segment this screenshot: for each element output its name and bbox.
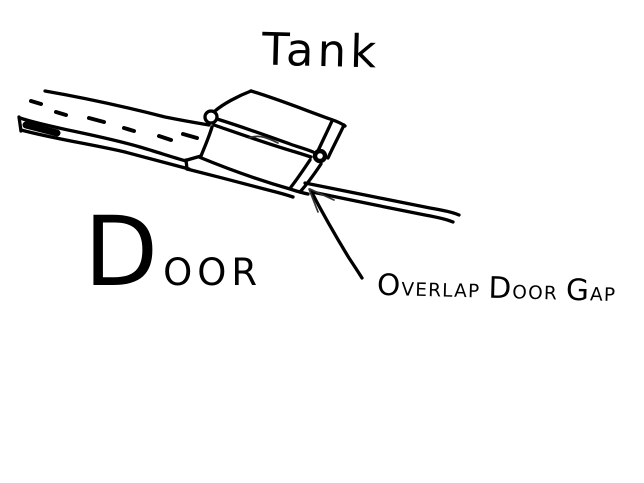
door-front-bottom-edge bbox=[19, 128, 191, 171]
door-center-dash bbox=[157, 134, 173, 142]
tank-front-left-edge bbox=[199, 125, 214, 158]
tank-right-cap-outer bbox=[326, 123, 346, 160]
door-left-cap-smudge bbox=[22, 121, 61, 137]
label-word: Overlap bbox=[376, 267, 481, 303]
tank-top-back-edge bbox=[213, 89, 253, 113]
door-plank-sketch bbox=[17, 89, 461, 224]
tank-front-bottom-edge bbox=[197, 155, 310, 196]
door-center-dash bbox=[54, 110, 68, 117]
gap-annotation-label: OverlapDoorGap bbox=[377, 268, 625, 308]
tank-slab-sketch bbox=[185, 89, 347, 196]
gap-arrow-shaft bbox=[309, 189, 364, 280]
tank-band-retrace bbox=[248, 135, 279, 144]
gap-arrow-barb-down bbox=[308, 188, 319, 213]
gap-arrow bbox=[308, 188, 364, 280]
door-center-dash bbox=[181, 132, 199, 140]
tank-front-right-cap-outer bbox=[298, 162, 323, 194]
door-front-top-edge bbox=[18, 116, 188, 163]
tank-front-right-cap-inner bbox=[289, 158, 312, 189]
door-center-dash bbox=[29, 99, 43, 106]
door-bottom-under-tank bbox=[185, 167, 295, 199]
door-center-dash bbox=[122, 126, 136, 133]
tank-label: Tank bbox=[261, 22, 381, 79]
label-word: Door bbox=[84, 196, 263, 308]
door-right-top-edge bbox=[303, 181, 461, 217]
door-label: Door bbox=[84, 196, 263, 308]
label-word: Door bbox=[488, 270, 559, 306]
tank-top-right-edge bbox=[249, 89, 347, 128]
tank-front-band-upper bbox=[215, 117, 315, 154]
door-center-dashes bbox=[29, 99, 199, 142]
door-right-bottom-edge bbox=[310, 190, 455, 224]
tank-front-band-lower bbox=[212, 123, 313, 159]
door-top-edge bbox=[43, 89, 211, 127]
label-word: Gap bbox=[565, 272, 617, 308]
gap-arrow-barb-right bbox=[309, 188, 335, 201]
tank-corner-loop bbox=[203, 109, 219, 125]
tank-right-cap-inner bbox=[315, 119, 334, 155]
door-center-dash bbox=[87, 116, 106, 124]
tank-right-knot-loop bbox=[312, 148, 328, 164]
